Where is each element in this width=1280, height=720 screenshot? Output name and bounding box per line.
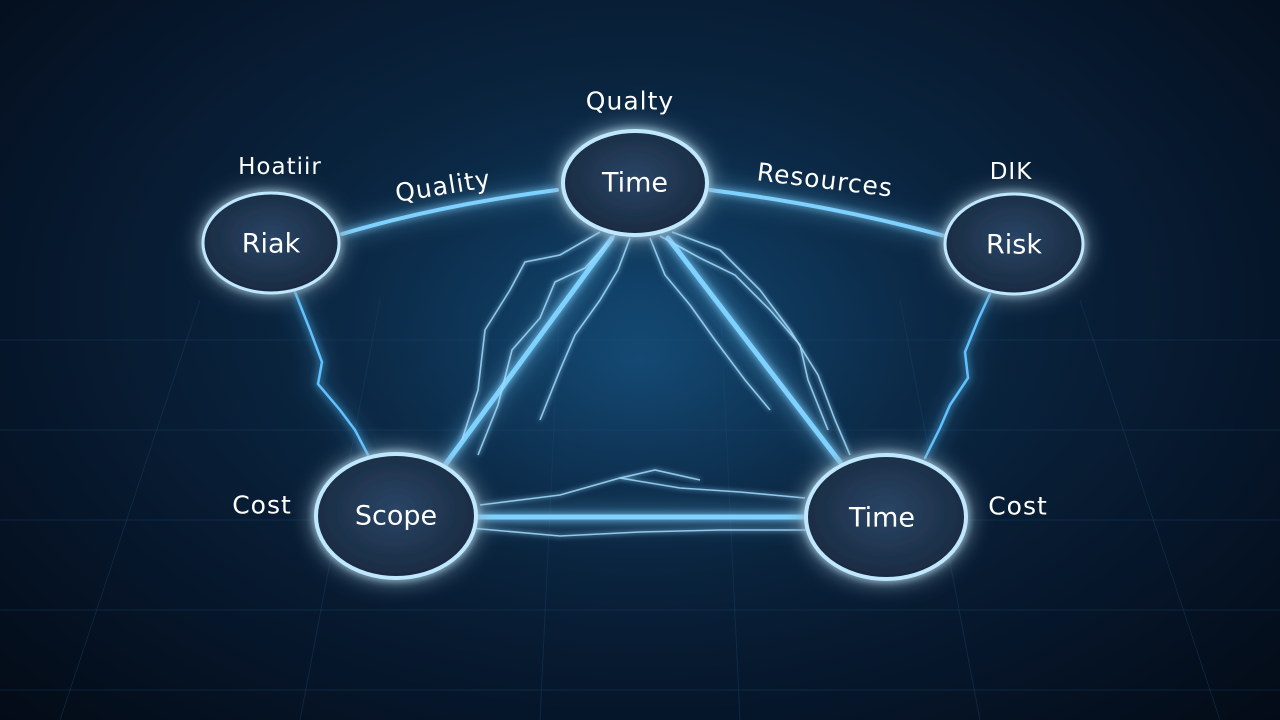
node-bottom-left: Scope (314, 452, 478, 580)
node-top: Time (561, 129, 709, 237)
edge-top-right (708, 188, 947, 238)
edge-top-left (340, 188, 559, 236)
edge-top-bottomleft (442, 235, 615, 468)
node-bottom-left-label: Scope (355, 501, 437, 532)
node-right-label: Risk (986, 230, 1042, 261)
edge-top-bottomright (665, 235, 843, 465)
connections (293, 188, 992, 520)
lightning-tendrils (461, 231, 851, 537)
label-top: Qualty (586, 87, 674, 116)
label-left-upper: Hoatiir (238, 154, 322, 180)
label-right-lower: Cost (988, 492, 1048, 521)
node-top-label: Time (601, 168, 668, 199)
node-left-label: Riak (242, 229, 301, 260)
label-right-upper: DIK (990, 159, 1033, 185)
node-right: Risk (943, 192, 1085, 296)
node-left: Riak (201, 191, 341, 295)
node-bottom-right-label: Time (848, 503, 915, 534)
edge-right-bottomright (923, 292, 992, 460)
label-left-lower: Cost (232, 491, 292, 520)
edge-left-bottomleft (293, 290, 370, 457)
node-bottom-right: Time (804, 453, 968, 581)
